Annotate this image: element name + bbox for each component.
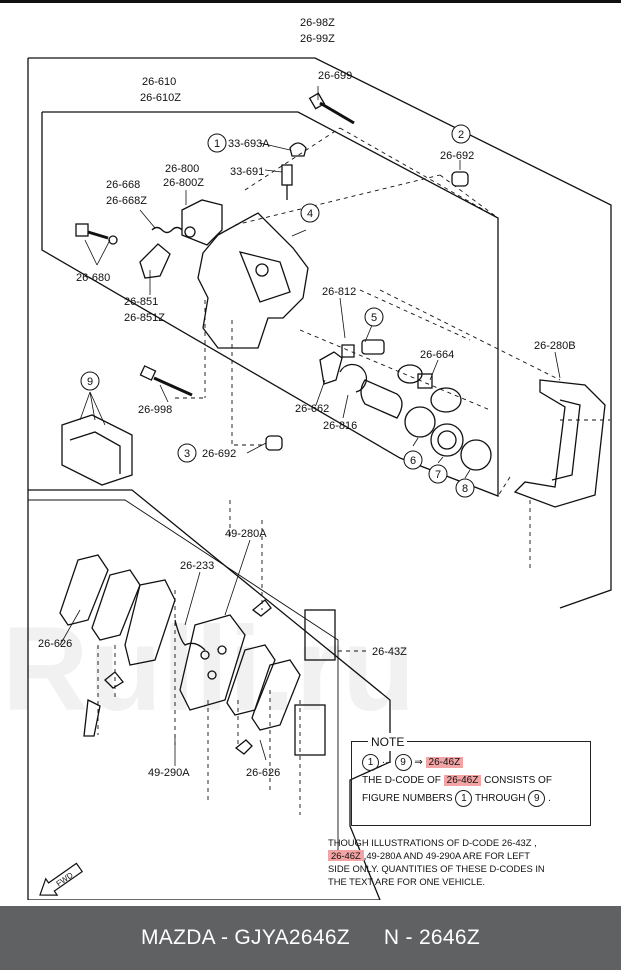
note-circle-9: 9 <box>528 790 546 807</box>
label-26-98z: 26-98Z <box>300 17 335 29</box>
callout-5: 5 <box>371 312 377 324</box>
footnote-line-1: THOUGH ILLUSTRATIONS OF D-CODE 26-43Z , <box>328 837 537 848</box>
note-ellipsis: ··· <box>381 757 392 768</box>
brake-pad-outer <box>124 579 176 666</box>
label-26-233: 26-233 <box>180 560 214 572</box>
footer-bar: MAZDA - GJYA2646Z N - 2646Z <box>0 906 621 970</box>
label-26-800z: 26-800Z <box>163 177 204 189</box>
footnote-code-highlight: 26-46Z <box>328 850 364 861</box>
footer-code: N - 2646Z <box>383 926 480 949</box>
label-26-610z: 26-610Z <box>140 92 181 104</box>
label-26-680: 26-680 <box>76 272 110 284</box>
footnote: THOUGH ILLUSTRATIONS OF D-CODE 26-43Z , … <box>328 836 618 888</box>
label-26-851z: 26-851Z <box>124 312 165 324</box>
note-text: FIGURE NUMBERS <box>362 793 453 804</box>
label-26-668z: 26-668Z <box>106 195 147 207</box>
note-line-1: 1 ··· 9 ⇒ 26-46Z <box>362 754 584 772</box>
note-code-highlight: 26-46Z <box>425 757 464 768</box>
note-circle-to: 9 <box>394 754 412 771</box>
watermark: Rulli.ru <box>2 602 416 736</box>
caliper-body <box>197 212 309 349</box>
callout-4: 4 <box>307 208 313 220</box>
label-26-812: 26-812 <box>322 286 356 298</box>
label-26-664: 26-664 <box>420 349 454 361</box>
caliper-bracket <box>513 379 606 508</box>
callout-7: 7 <box>435 469 441 481</box>
fwd-arrow-icon: FWD <box>39 862 84 896</box>
note-text: CONSISTS OF <box>484 775 552 786</box>
label-26-626-bottom: 26-626 <box>246 767 280 779</box>
note-text: THE D-CODE OF <box>362 775 441 786</box>
label-26-851: 26-851 <box>124 296 158 308</box>
label-26-662: 26-662 <box>295 403 329 415</box>
note-circle-from: 1 <box>362 754 379 771</box>
label-26-699: 26-699 <box>318 70 352 82</box>
note-line-2: THE D-CODE OF 26-46Z CONSISTS OF <box>362 772 584 790</box>
note-box: NOTE 1 ··· 9 ⇒ 26-46Z THE D-CODE OF 26-4… <box>351 733 591 826</box>
label-49-290a: 49-290A <box>148 767 190 779</box>
callout-1: 1 <box>214 138 220 150</box>
label-26-998: 26-998 <box>138 404 172 416</box>
footnote-line-2: 26-46Z,49-280A AND 49-290A ARE FOR LEFT <box>328 849 618 862</box>
label-26-800: 26-800 <box>165 163 199 175</box>
label-49-280a: 49-280A <box>225 528 267 540</box>
pad-kit-frame <box>27 489 391 900</box>
note-text: THROUGH <box>474 793 526 804</box>
brake-caliper-exploded-diagram: 1 2 4 5 3 6 7 8 9 26-98Z 26-99Z 26-699 2… <box>27 17 612 900</box>
label-26-43z: 26-43Z <box>372 646 407 658</box>
callout-3: 3 <box>184 448 190 460</box>
upper-frame <box>28 57 612 609</box>
top-border-line <box>0 0 621 3</box>
footnote-line-3: SIDE ONLY. QUANTITIES OF THESE D-CODES I… <box>328 863 545 874</box>
label-33-691: 33-691 <box>230 166 264 178</box>
piston <box>360 379 403 419</box>
callout-2: 2 <box>458 129 464 141</box>
note-arrow: ⇒ <box>414 757 423 768</box>
label-26-668: 26-668 <box>106 179 140 191</box>
callout-9: 9 <box>87 376 93 388</box>
note-code-highlight-2: 26-46Z <box>443 775 482 786</box>
callout-8: 8 <box>462 483 468 495</box>
label-26-816: 26-816 <box>323 420 357 432</box>
note-title: NOTE <box>368 733 408 751</box>
callout-6: 6 <box>410 455 416 467</box>
label-26-610: 26-610 <box>142 76 176 88</box>
label-26-692-top: 26-692 <box>440 150 474 162</box>
label-33-693a: 33-693A <box>228 138 270 150</box>
label-26-626-left: 26-626 <box>38 638 72 650</box>
caliper-frame <box>41 111 499 497</box>
footnote-text: ,49-280A AND 49-290A ARE FOR LEFT <box>363 850 530 861</box>
note-text: . <box>548 793 551 804</box>
note-circle-1: 1 <box>455 790 473 807</box>
footnote-line-4: THE TEXT ARE FOR ONE VEHICLE. <box>328 876 485 887</box>
label-26-280b: 26-280B <box>534 340 576 352</box>
label-26-99z: 26-99Z <box>300 33 335 45</box>
footer-part-number: MAZDA - GJYA2646Z <box>140 926 350 949</box>
label-26-692-bottom: 26-692 <box>202 448 236 460</box>
brake-pad-inner <box>179 614 246 711</box>
note-line-3: FIGURE NUMBERS 1 THROUGH 9 . <box>362 790 584 808</box>
